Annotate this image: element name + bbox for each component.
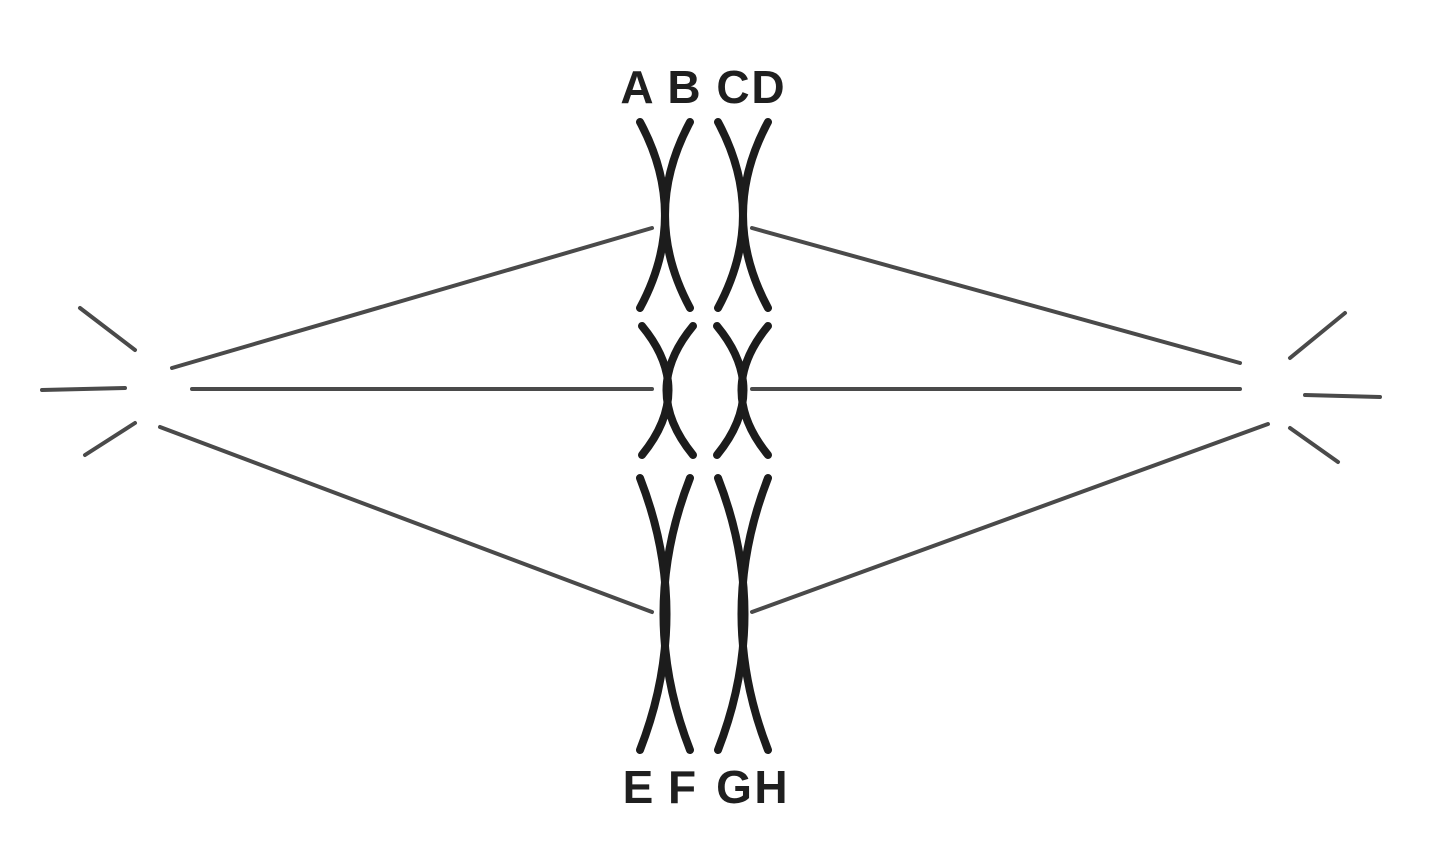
right-aster-ray-top: [1288, 311, 1347, 360]
label-f: F: [668, 761, 696, 813]
chromosome-column-right: [713, 118, 772, 754]
left-pole-aster: [40, 306, 137, 457]
bottom-labels: E F G H: [623, 761, 788, 813]
chromosome-bottom-left: [636, 474, 694, 754]
right-spindle-fiber-top: [750, 226, 1242, 365]
label-d: D: [751, 61, 784, 113]
left-aster-ray-middle: [40, 386, 127, 392]
left-spindle-fiber-top: [170, 226, 654, 370]
left-aster-ray-top: [78, 306, 137, 352]
label-e: E: [623, 761, 654, 813]
label-h: H: [754, 761, 787, 813]
left-spindle-fiber-bottom: [158, 425, 654, 614]
left-aster-ray-bottom: [83, 421, 137, 457]
right-pole-aster: [1288, 311, 1382, 464]
right-spindle-fibers: [750, 226, 1270, 614]
label-a: A: [620, 61, 653, 113]
chromosome-column-left: [636, 118, 697, 754]
right-aster-ray-middle: [1303, 393, 1382, 399]
chromosome-top-left: [636, 118, 694, 312]
top-labels: A B C D: [620, 61, 784, 113]
chromosome-bottom-right: [714, 474, 772, 754]
chromosome-middle-left: [638, 322, 697, 459]
chromosome-top-right: [714, 118, 772, 312]
label-g: G: [716, 761, 752, 813]
left-spindle-fibers: [158, 226, 654, 614]
right-spindle-fiber-bottom: [750, 422, 1270, 614]
chromosome-middle-right: [713, 322, 772, 459]
right-aster-ray-bottom: [1288, 426, 1340, 464]
label-c: C: [716, 61, 749, 113]
label-b: B: [667, 61, 700, 113]
